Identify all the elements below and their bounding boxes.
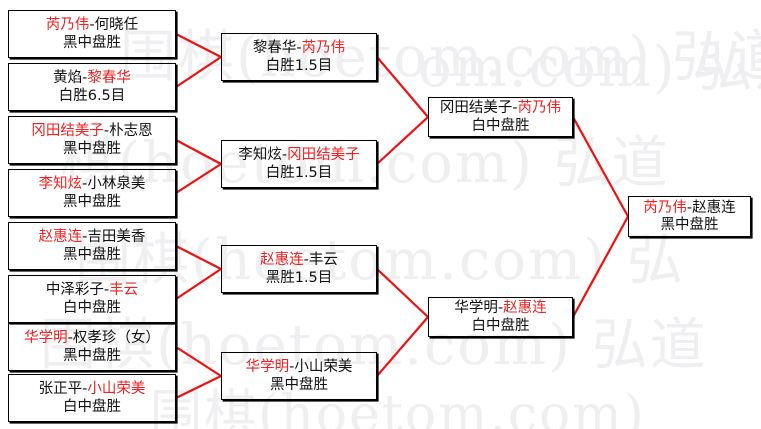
match-box-f1[interactable]: 芮乃伟-赵惠连 黑中盘胜 [628, 196, 751, 237]
match-players: 李知炫-小林泉美 [39, 176, 146, 192]
winner-name: 芮乃伟 [45, 17, 90, 34]
loser-name: -权孝珍（女） [67, 330, 160, 347]
match-result: 黑中盘胜 [63, 140, 121, 157]
winner-name: 冈田结美子 [287, 147, 360, 164]
match-players: 李知炫-冈田结美子 [238, 147, 359, 163]
connector-line [376, 56, 429, 118]
match-box-r1m6[interactable]: 中泽彩子-丰云 白中盘胜 [8, 275, 176, 323]
winner-name: 华学明 [24, 330, 68, 347]
winner-name: 黎春华 [87, 70, 131, 87]
match-result: 白胜1.5目 [265, 57, 333, 74]
connector-line [175, 375, 222, 399]
loser-name: -小林泉美 [82, 176, 146, 193]
match-result: 白中盘胜 [471, 117, 530, 134]
match-players: 赵惠连-吉田美香 [39, 229, 146, 245]
match-box-sf1[interactable]: 冈田结美子-芮乃伟 白中盘胜 [428, 97, 573, 137]
connector-line [175, 346, 222, 377]
connector-line [376, 316, 429, 377]
match-players: 中泽彩子-丰云 [46, 282, 138, 298]
loser-name: -小山荣美 [289, 359, 353, 376]
match-box-r1m5[interactable]: 赵惠连-吉田美香 黑中盘胜 [8, 222, 176, 270]
match-result: 黑中盘胜 [63, 347, 121, 364]
watermark-text: om.com) 弘道 [418, 35, 761, 100]
connector-line [376, 116, 429, 165]
connector-line [175, 33, 222, 58]
winner-name: 赵惠连 [503, 300, 547, 317]
loser-name: -朴志恩 [103, 123, 153, 140]
match-result: 黑胜1.5目 [265, 269, 333, 286]
loser-name: 黄焰- [53, 70, 88, 87]
winner-name: 芮乃伟 [301, 40, 346, 57]
match-box-r1m7[interactable]: 华学明-权孝珍（女） 黑中盘胜 [8, 323, 176, 371]
connector-line [175, 245, 222, 270]
match-box-sf2[interactable]: 华学明-赵惠连 白中盘胜 [428, 297, 573, 337]
loser-name: 华学明- [454, 300, 504, 317]
match-players: 张正平-小山荣美 [39, 381, 146, 397]
connector-line [175, 139, 222, 165]
match-players: 芮乃伟-何晓任 [46, 17, 138, 33]
match-players: 华学明-小山荣美 [246, 359, 353, 375]
match-box-r2m3[interactable]: 赵惠连-丰云 黑胜1.5目 [221, 245, 377, 293]
match-result: 白中盘胜 [63, 299, 121, 316]
connector-line [376, 268, 429, 318]
match-result: 黑中盘胜 [270, 376, 328, 393]
loser-name: 中泽彩子- [45, 282, 110, 299]
winner-name: 李知炫 [38, 176, 83, 193]
loser-name: 张正平- [38, 381, 88, 398]
watermark-text: 围棋(hoetom.com) 弘道 [120, 25, 761, 90]
match-players: 冈田结美子-朴志恩 [31, 123, 152, 139]
match-players: 黄焰-黎春华 [53, 70, 131, 86]
loser-name: 冈田结美子- [439, 100, 518, 117]
loser-name: -吉田美香 [82, 229, 146, 246]
match-box-r1m8[interactable]: 张正平-小山荣美 白中盘胜 [8, 374, 176, 422]
match-box-r2m2[interactable]: 李知炫-冈田结美子 白胜1.5目 [221, 140, 377, 188]
match-box-r1m3[interactable]: 冈田结美子-朴志恩 黑中盘胜 [8, 116, 176, 164]
winner-name: 冈田结美子 [31, 123, 104, 140]
connector-line [175, 56, 222, 88]
match-players: 华学明-权孝珍（女） [24, 330, 160, 346]
winner-name: 芮乃伟 [517, 100, 562, 117]
match-players: 黎春华-芮乃伟 [253, 40, 345, 56]
match-players: 华学明-赵惠连 [454, 300, 546, 316]
match-result: 黑中盘胜 [63, 34, 121, 51]
connector-line [572, 116, 629, 218]
match-result: 白中盘胜 [471, 317, 530, 334]
winner-name: 芮乃伟 [643, 199, 687, 216]
match-players: 冈田结美子-芮乃伟 [440, 100, 561, 116]
winner-name: 赵惠连 [260, 252, 304, 269]
match-result: 黑中盘胜 [63, 193, 121, 210]
winner-name: 丰云 [109, 282, 139, 299]
match-result: 白胜1.5目 [265, 164, 333, 181]
match-result: 黑中盘胜 [63, 246, 121, 263]
winner-name: 小山荣美 [87, 381, 146, 398]
loser-name: 黎春华- [252, 40, 302, 57]
match-box-r1m1[interactable]: 芮乃伟-何晓任 黑中盘胜 [8, 10, 176, 58]
match-players: 芮乃伟-赵惠连 [643, 200, 735, 216]
match-box-r2m1[interactable]: 黎春华-芮乃伟 白胜1.5目 [221, 33, 377, 81]
connector-line [175, 163, 222, 194]
match-result: 黑中盘胜 [660, 217, 719, 233]
connector-line [175, 268, 222, 300]
match-box-r2m4[interactable]: 华学明-小山荣美 黑中盘胜 [221, 352, 377, 400]
match-result: 白中盘胜 [63, 398, 121, 415]
match-players: 赵惠连-丰云 [260, 252, 338, 268]
loser-name: -赵惠连 [686, 199, 736, 216]
winner-name: 华学明 [245, 359, 290, 376]
match-box-r1m2[interactable]: 黄焰-黎春华 白胜6.5目 [8, 63, 176, 111]
loser-name: -丰云 [303, 252, 338, 269]
connector-line [572, 215, 629, 318]
winner-name: 赵惠连 [38, 229, 83, 246]
loser-name: -何晓任 [89, 17, 139, 34]
match-box-r1m4[interactable]: 李知炫-小林泉美 黑中盘胜 [8, 169, 176, 217]
loser-name: 李知炫- [238, 147, 288, 164]
match-result: 白胜6.5目 [58, 87, 126, 104]
